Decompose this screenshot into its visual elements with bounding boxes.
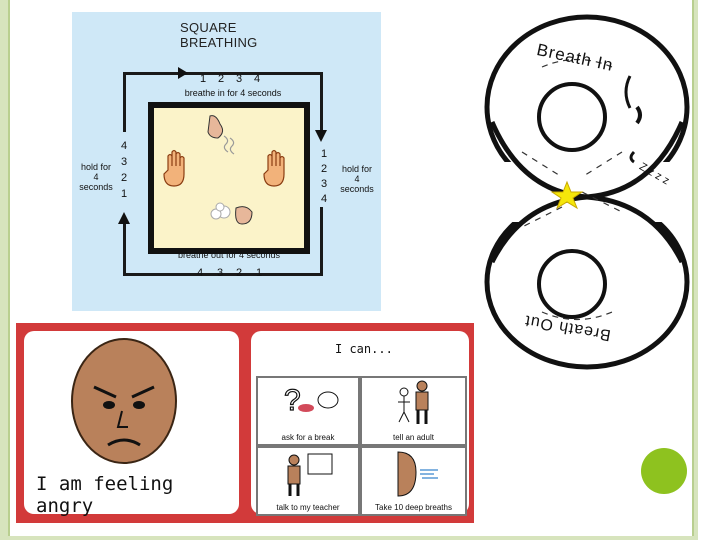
option-label: Take 10 deep breaths — [375, 503, 452, 512]
angry-face-icon — [71, 338, 177, 464]
option-label: tell an adult — [393, 433, 434, 442]
top-inner-hole — [537, 82, 607, 152]
right-caption: hold for 4 seconds — [334, 164, 380, 194]
right-hand-icon — [263, 149, 285, 187]
breath-in-wisp-icon — [223, 135, 229, 153]
bottom-inner-hole — [537, 249, 607, 319]
right-count-2: 2 — [321, 163, 328, 175]
top-count-1: 1 — [200, 73, 207, 85]
top-count-2: 2 — [218, 73, 225, 85]
arrow-top — [124, 72, 320, 75]
left-count-3: 3 — [121, 156, 128, 168]
breathing-inner-square — [148, 102, 310, 254]
square-breathing-title: SQUARE BREATHING — [180, 20, 300, 50]
option-label: ask for a break — [281, 433, 335, 442]
feelings-card-panel: I am feeling angry I can... ? ask for a … — [16, 323, 474, 523]
slide-border-right — [692, 0, 698, 540]
left-count-1: 1 — [121, 188, 128, 200]
right-count-4: 4 — [321, 193, 328, 205]
right-caption-line3: seconds — [340, 184, 374, 194]
square-breathing-image: SQUARE BREATHING 1 2 3 4 breathe in for … — [72, 12, 381, 311]
bottom-count-2: 2 — [236, 267, 243, 279]
figure-eight-drawing — [484, 14, 690, 370]
slide-border-left — [0, 0, 10, 540]
left-caption: hold for 4 seconds — [74, 162, 118, 192]
figure-eight-breathing-image: Breath In Breath Out Z z z z — [482, 12, 692, 370]
right-caption-line2: 4 — [354, 174, 360, 184]
star-icon — [550, 180, 584, 210]
option-ask-for-break: ? ask for a break — [256, 376, 360, 446]
right-count-1: 1 — [321, 148, 328, 160]
question-mouth-icon: ? — [283, 383, 339, 418]
arrow-head-up — [118, 212, 130, 224]
i-can-title: I can... — [335, 342, 393, 356]
left-count-4: 4 — [121, 140, 128, 152]
angry-face-card: I am feeling angry — [24, 331, 239, 517]
right-count-3: 3 — [321, 178, 328, 190]
right-caption-line1: hold for — [341, 164, 373, 174]
arrow-left — [123, 222, 126, 276]
title-line-1: SQUARE — [180, 20, 237, 35]
breathing-face-icon — [397, 451, 438, 497]
left-count-2: 2 — [121, 172, 128, 184]
left-caption-line3: seconds — [79, 182, 113, 192]
bottom-count-1: 1 — [256, 267, 263, 279]
bottom-count-3: 3 — [217, 267, 224, 279]
bottom-caption: breathe out for 4 seconds — [177, 250, 281, 260]
top-count-3: 3 — [236, 73, 243, 85]
feeling-statement: I am feeling angry — [36, 473, 174, 517]
green-circle-decoration — [641, 448, 687, 494]
slide-border-bottom — [8, 536, 694, 540]
option-tell-an-adult: tell an adult — [360, 376, 467, 446]
i-can-card: I can... ? ask for a break tell an adult — [251, 331, 469, 516]
top-count-4: 4 — [254, 73, 261, 85]
arrow-right-lower — [320, 207, 323, 275]
bottom-count-4: 4 — [197, 267, 204, 279]
option-label: talk to my teacher — [276, 503, 340, 512]
arrow-bottom — [124, 273, 323, 276]
nose-icon — [207, 115, 224, 139]
arrow-right — [320, 72, 323, 132]
left-caption-line2: 4 — [93, 172, 99, 182]
option-talk-to-teacher: talk to my teacher — [256, 446, 360, 516]
arrow-head-down — [315, 130, 327, 142]
arrow-left-upper — [123, 72, 126, 132]
closed-eye-icon — [624, 75, 632, 109]
option-deep-breaths: Take 10 deep breaths — [360, 446, 467, 516]
mouth-icon — [235, 206, 253, 225]
adult-and-child-icon — [398, 380, 429, 424]
left-hand-icon — [163, 149, 185, 187]
svg-text:?: ? — [284, 384, 301, 417]
title-line-2: BREATHING — [180, 35, 258, 50]
teacher-board-icon — [287, 453, 333, 496]
breathing-illustrations — [163, 115, 285, 225]
left-caption-line1: hold for — [80, 162, 112, 172]
top-caption: breathe in for 4 seconds — [184, 88, 282, 98]
arrow-head-right — [178, 67, 188, 79]
